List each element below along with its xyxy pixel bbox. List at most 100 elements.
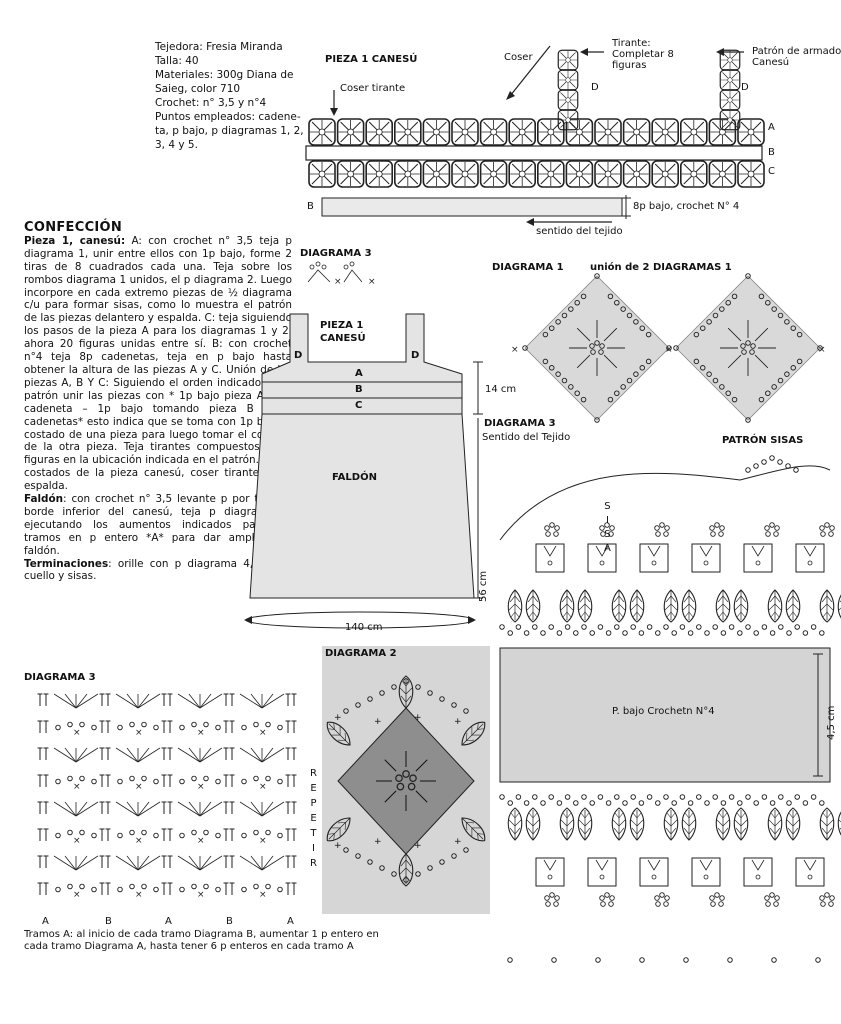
ring-symbol bbox=[615, 625, 620, 630]
d3-label-b2: B bbox=[226, 916, 233, 927]
tst-symbol bbox=[230, 721, 235, 733]
ring-symbol bbox=[779, 795, 784, 800]
tst-symbol bbox=[224, 829, 229, 841]
diamond-symbol bbox=[536, 858, 564, 886]
garment-pieza1-label: PIEZA 1 bbox=[320, 320, 363, 331]
tramos-note: Tramos A: al inicio de cada tramo Diagra… bbox=[24, 929, 394, 953]
mot-symbol bbox=[558, 90, 578, 110]
repetir-letter: P bbox=[310, 796, 317, 811]
repetir-letter: I bbox=[310, 841, 317, 856]
svg-text:×: × bbox=[135, 728, 143, 738]
ring-symbol bbox=[803, 631, 808, 636]
tst-symbol bbox=[286, 721, 291, 733]
mot-symbol bbox=[309, 161, 335, 187]
tst-symbol bbox=[44, 829, 49, 841]
ring-symbol bbox=[368, 697, 373, 702]
ring-symbol bbox=[344, 709, 349, 714]
sisas-letter: A bbox=[604, 542, 611, 556]
svg-text:×: × bbox=[259, 728, 267, 738]
ring-symbol bbox=[705, 631, 710, 636]
tst-symbol bbox=[230, 775, 235, 787]
mot-symbol bbox=[452, 161, 478, 187]
repetir-letter: E bbox=[310, 781, 317, 796]
leaf-symbol bbox=[399, 854, 413, 886]
mot-symbol bbox=[309, 119, 335, 145]
mot-symbol bbox=[509, 161, 535, 187]
svg-text:×: × bbox=[197, 728, 205, 738]
leaf-symbol bbox=[682, 808, 696, 840]
svg-text:×: × bbox=[135, 782, 143, 792]
tst-symbol bbox=[100, 775, 105, 787]
mot-symbol bbox=[558, 50, 578, 70]
tst-symbol bbox=[230, 748, 235, 760]
ring-symbol bbox=[192, 830, 197, 835]
ring-symbol bbox=[216, 779, 221, 784]
patron-line-1: Patrón de armado bbox=[752, 46, 841, 57]
ring-symbol bbox=[533, 795, 538, 800]
tst-symbol bbox=[286, 856, 291, 868]
ring-symbol bbox=[80, 776, 85, 781]
ring-symbol bbox=[672, 801, 677, 806]
coser-label: Coser bbox=[504, 52, 533, 63]
ring-symbol bbox=[68, 722, 73, 727]
ring-symbol bbox=[557, 631, 562, 636]
leaf-symbol bbox=[526, 590, 540, 622]
tst-symbol bbox=[162, 775, 167, 787]
d3-label-a3: A bbox=[287, 916, 294, 927]
diamond-symbol bbox=[640, 544, 668, 572]
ring-symbol bbox=[130, 776, 135, 781]
ring-symbol bbox=[794, 468, 799, 473]
ring-symbol bbox=[516, 625, 521, 630]
tst-symbol bbox=[106, 802, 111, 814]
ring-symbol bbox=[56, 887, 61, 892]
garment-d-left: D bbox=[294, 350, 302, 361]
mot-symbol bbox=[481, 119, 507, 145]
mot-symbol bbox=[595, 161, 621, 187]
ring-symbol bbox=[428, 691, 433, 696]
ring-symbol bbox=[754, 464, 759, 469]
pieza1-canesu-diagram bbox=[306, 46, 764, 226]
tst-symbol bbox=[106, 775, 111, 787]
leaf-symbol bbox=[508, 590, 522, 622]
ring-symbol bbox=[795, 795, 800, 800]
tst-symbol bbox=[224, 748, 229, 760]
ring-symbol bbox=[344, 848, 349, 853]
tst-symbol bbox=[162, 802, 167, 814]
ring-symbol bbox=[254, 776, 259, 781]
ring-symbol bbox=[204, 884, 209, 889]
ring-symbol bbox=[416, 872, 421, 877]
ring-symbol bbox=[254, 884, 259, 889]
label-d-right: D bbox=[741, 82, 749, 93]
tst-symbol bbox=[44, 694, 49, 706]
ring-symbol bbox=[533, 625, 538, 630]
mot-symbol bbox=[738, 119, 764, 145]
garment-d-right: D bbox=[411, 350, 419, 361]
leaf-symbol bbox=[399, 676, 413, 708]
ring-symbol bbox=[541, 801, 546, 806]
ring-symbol bbox=[508, 958, 513, 963]
motif-row-c bbox=[309, 161, 764, 187]
ring-symbol bbox=[811, 795, 816, 800]
sisas-dim: 4,5 cm bbox=[826, 706, 837, 740]
diamond-symbol bbox=[692, 544, 720, 572]
ring-symbol bbox=[216, 887, 221, 892]
tst-symbol bbox=[292, 856, 297, 868]
leaf-symbol bbox=[664, 590, 678, 622]
sisas-box-label: P. bajo Crochetn N°4 bbox=[612, 706, 715, 717]
leaf-symbol bbox=[716, 590, 730, 622]
ring-symbol bbox=[452, 854, 457, 859]
ring-symbol bbox=[803, 801, 808, 806]
strip-b-lower bbox=[322, 198, 622, 216]
ring-symbol bbox=[639, 631, 644, 636]
leaf-symbol bbox=[508, 808, 522, 840]
leaf-symbol bbox=[578, 808, 592, 840]
mot-symbol bbox=[558, 110, 578, 130]
ring-symbol bbox=[464, 709, 469, 714]
garment-c-label: C bbox=[355, 400, 362, 411]
leaf-symbol bbox=[786, 590, 800, 622]
ring-symbol bbox=[787, 631, 792, 636]
tst-symbol bbox=[168, 802, 173, 814]
ring-symbol bbox=[180, 833, 185, 838]
leaf-symbol bbox=[612, 590, 626, 622]
